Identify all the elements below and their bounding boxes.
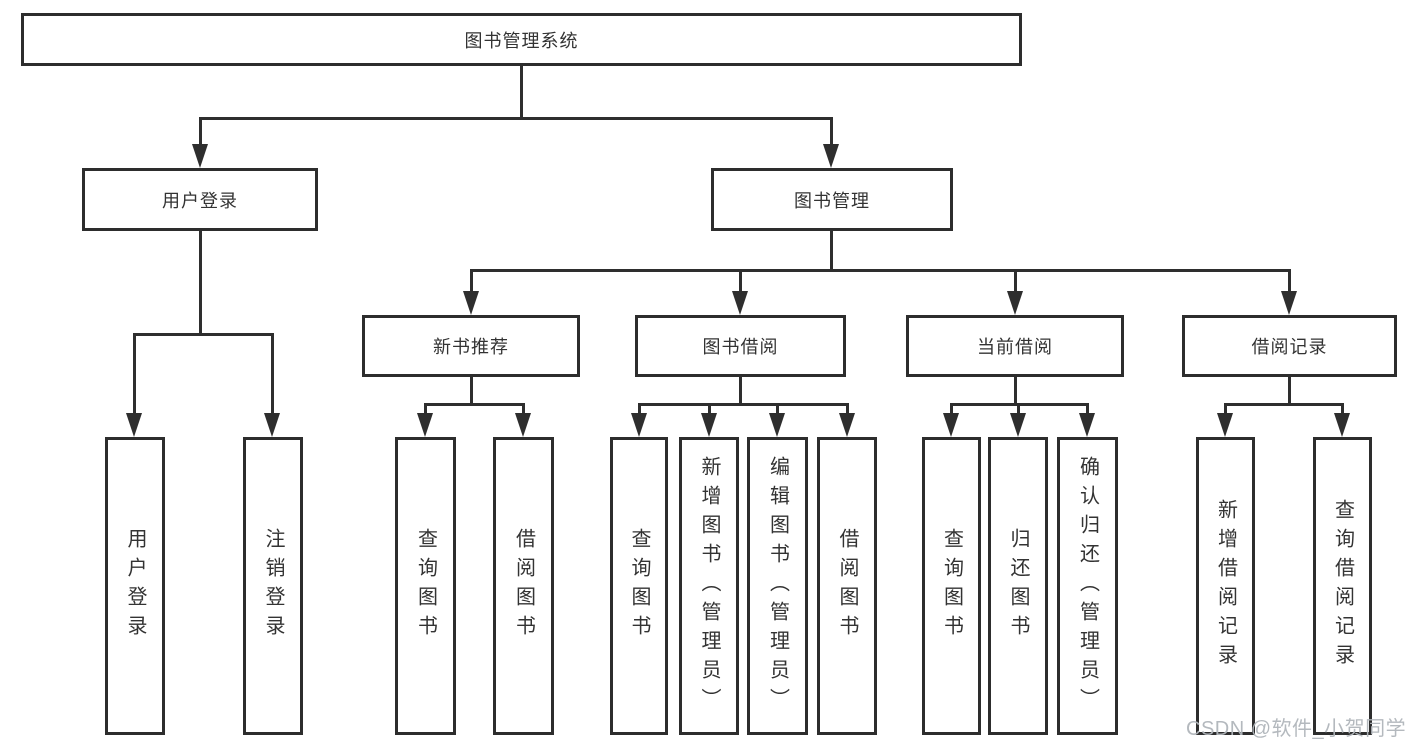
connector-line <box>199 117 202 149</box>
leaf-logout: 注销登录 <box>243 437 303 735</box>
leaf-edit-books-admin: 编辑图书（管理员） <box>747 437 808 735</box>
connector-line <box>199 117 833 120</box>
arrowhead-down <box>631 413 647 437</box>
arrowhead-down <box>126 413 142 437</box>
connector-line <box>1288 377 1291 406</box>
arrowhead-down <box>1079 413 1095 437</box>
leaf-confirm-return-admin: 确认归还（管理员） <box>1057 437 1118 735</box>
connector-line <box>1224 403 1344 406</box>
node-label: 用户登录 <box>162 190 238 211</box>
arrowhead-down <box>192 144 208 168</box>
connector-line <box>1288 269 1291 297</box>
connector-line <box>1014 377 1017 406</box>
connector-line <box>638 403 849 406</box>
connector-line <box>424 403 427 417</box>
connector-line <box>1086 403 1089 417</box>
connector-line <box>950 403 953 417</box>
node-label: 注销登录 <box>262 528 284 644</box>
node-library-system: 图书管理系统 <box>21 13 1022 66</box>
node-label: 图书管理系统 <box>464 30 579 51</box>
connector-line <box>638 403 641 417</box>
arrowhead-down <box>1217 413 1233 437</box>
arrowhead-down <box>943 413 959 437</box>
arrowhead-down <box>1334 413 1350 437</box>
node-label: 查询图书 <box>414 528 437 644</box>
leaf-query-borrow-record: 查询借阅记录 <box>1313 437 1372 735</box>
node-new-book-recommend: 新书推荐 <box>362 315 580 377</box>
node-label: 查询图书 <box>940 528 963 644</box>
connector-line <box>470 377 473 406</box>
node-current-borrowing: 当前借阅 <box>906 315 1124 377</box>
arrowhead-down <box>839 413 855 437</box>
leaf-borrow-books: 借阅图书 <box>817 437 877 735</box>
node-label: 图书管理 <box>794 190 870 211</box>
arrowhead-down <box>732 291 748 315</box>
connector-line <box>520 66 523 119</box>
arrowhead-down <box>1007 291 1023 315</box>
connector-line <box>199 230 202 336</box>
arrowhead-down <box>1281 291 1297 315</box>
connector-line <box>470 269 473 297</box>
connector-line <box>133 333 274 336</box>
node-label: 查询借阅记录 <box>1331 499 1354 673</box>
connector-line <box>1341 403 1344 417</box>
arrowhead-down <box>515 413 531 437</box>
node-label: 图书借阅 <box>702 337 779 357</box>
connector-line <box>271 333 274 417</box>
connector-line <box>830 117 833 149</box>
node-label: 当前借阅 <box>977 337 1053 357</box>
connector-line <box>1014 269 1017 297</box>
connector-line <box>424 403 525 406</box>
arrowhead-down <box>1010 413 1026 437</box>
node-label: 新增借阅记录 <box>1214 499 1237 673</box>
node-label: 新书推荐 <box>433 337 509 357</box>
leaf-user-login: 用户登录 <box>105 437 165 735</box>
csdn-watermark: CSDN @软件_小贺同学 <box>1186 718 1405 740</box>
leaf-add-books-admin: 新增图书（管理员） <box>679 437 739 735</box>
leaf-query-books: 查询图书 <box>395 437 456 735</box>
node-label: 借阅记录 <box>1251 337 1328 357</box>
node-book-management: 图书管理 <box>711 168 953 231</box>
node-label: 借阅图书 <box>512 528 535 644</box>
arrowhead-down <box>463 291 479 315</box>
leaf-query-books: 查询图书 <box>922 437 981 735</box>
node-label: 查询图书 <box>628 528 650 644</box>
leaf-query-books: 查询图书 <box>610 437 668 735</box>
node-label: 新增图书（管理员） <box>698 455 720 717</box>
leaf-borrow-books: 借阅图书 <box>493 437 554 735</box>
arrowhead-down <box>823 144 839 168</box>
connector-line <box>1224 403 1227 417</box>
node-user-login: 用户登录 <box>82 168 318 231</box>
node-label: 归还图书 <box>1007 528 1029 644</box>
node-label: 确认归还（管理员） <box>1076 455 1099 717</box>
arrowhead-down <box>264 413 280 437</box>
node-label: 用户登录 <box>124 528 146 644</box>
connector-line <box>708 403 711 417</box>
connector-line <box>133 333 136 417</box>
node-book-borrowing: 图书借阅 <box>635 315 846 377</box>
connector-line <box>1017 403 1020 417</box>
connector-line <box>522 403 525 417</box>
arrowhead-down <box>769 413 785 437</box>
node-label: 借阅图书 <box>836 528 858 644</box>
connector-line <box>739 377 742 406</box>
connector-line <box>470 269 1290 272</box>
connector-line <box>776 403 779 417</box>
node-borrow-records: 借阅记录 <box>1182 315 1397 377</box>
arrowhead-down <box>417 413 433 437</box>
arrowhead-down <box>701 413 717 437</box>
connector-line <box>830 230 833 272</box>
node-label: 编辑图书（管理员） <box>766 455 789 717</box>
leaf-return-books: 归还图书 <box>988 437 1048 735</box>
connector-line <box>846 403 849 417</box>
leaf-add-borrow-record: 新增借阅记录 <box>1196 437 1255 735</box>
connector-line <box>739 269 742 297</box>
